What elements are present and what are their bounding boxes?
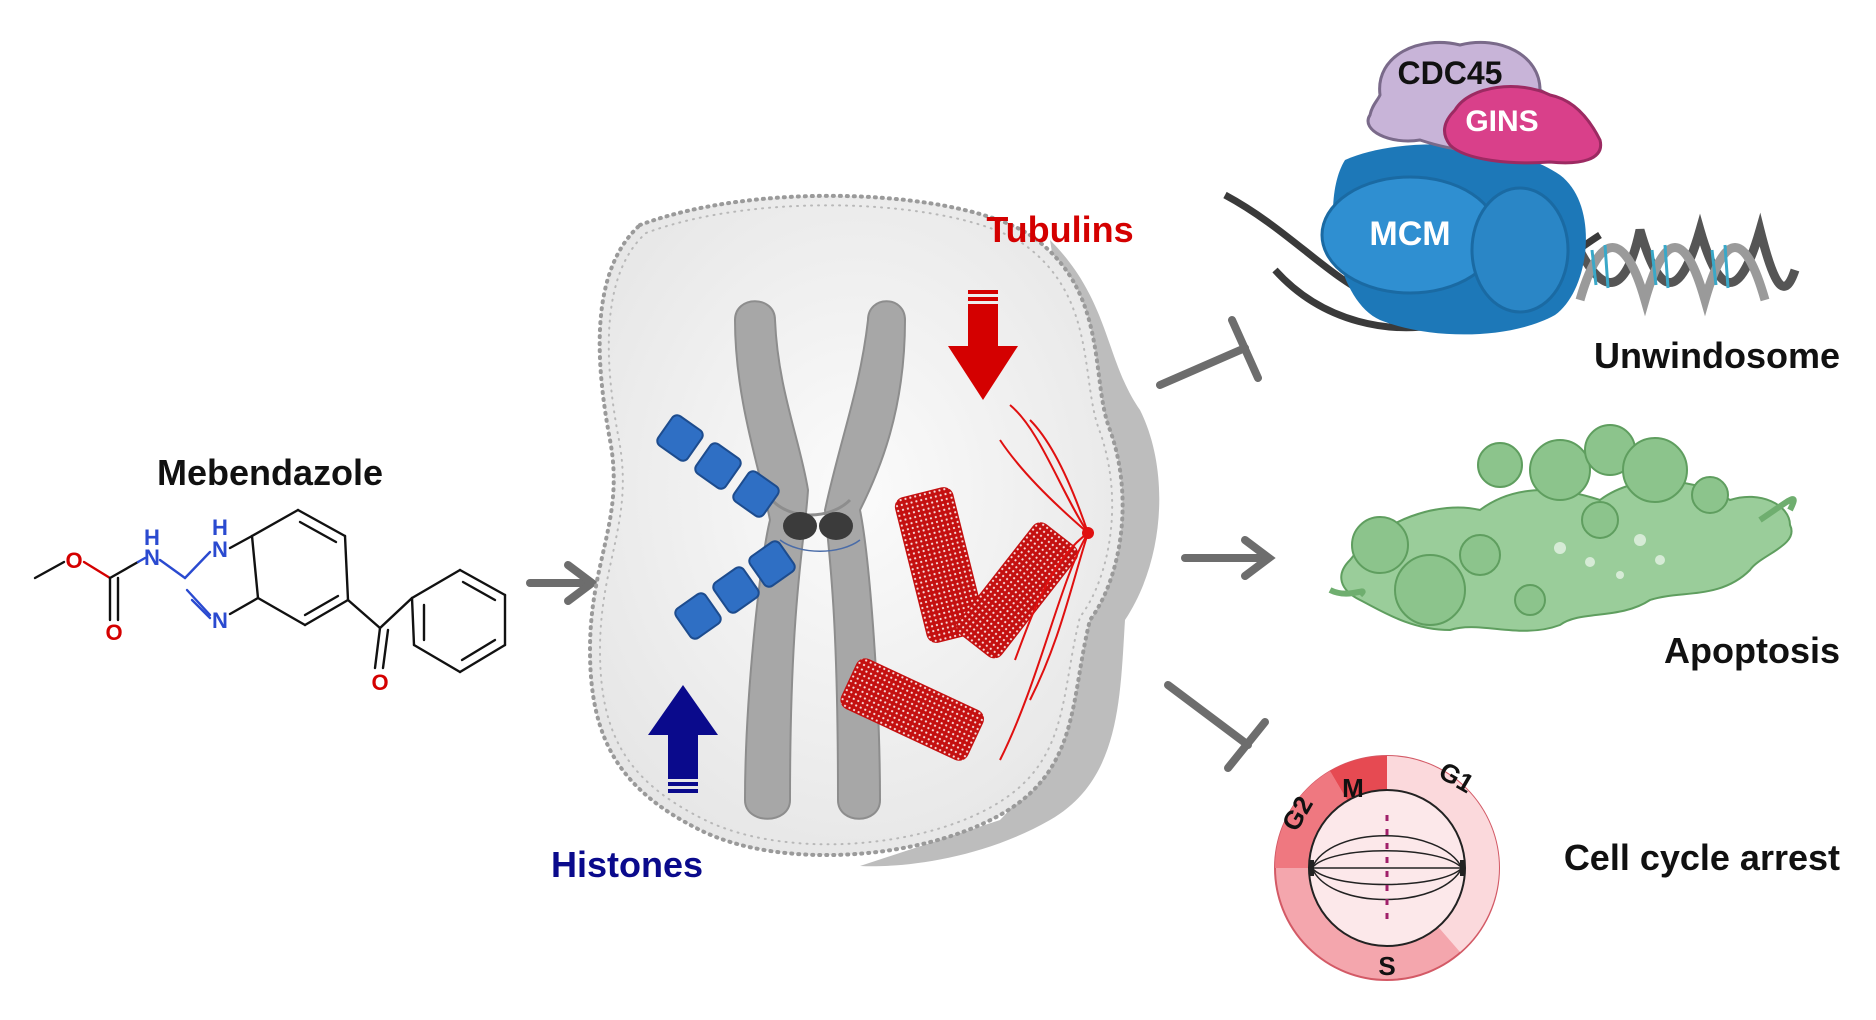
atom-n-amide: N (144, 545, 160, 570)
apoptosis-graphic (1328, 424, 1797, 632)
atom-o-ketone: O (371, 670, 388, 695)
histones (656, 414, 796, 640)
histones-label: Histones (551, 844, 703, 885)
drug-to-cell-arrow (526, 561, 599, 605)
centrosome (1082, 527, 1094, 539)
spindle-fibers (999, 404, 1089, 761)
tubulins-label: Tubulins (986, 209, 1133, 250)
atom-o-carbonyl: O (105, 620, 122, 645)
gins-label: GINS (1465, 105, 1538, 138)
phase-m-label: M (1342, 773, 1364, 803)
atom-n-ring-bottom: N (212, 608, 228, 633)
atom-h-amide: H (144, 525, 160, 550)
cell (587, 193, 1160, 867)
cdc45-label: CDC45 (1398, 55, 1503, 91)
promote-apoptosis-arrow (1181, 536, 1276, 580)
atom-o-ether: O (65, 548, 82, 573)
dna-helix (1565, 212, 1800, 317)
apoptosis-label: Apoptosis (1664, 630, 1840, 671)
mitotic-spindle (1310, 835, 1464, 901)
atom-n-ring-top: N (212, 537, 228, 562)
cell-cycle-label: Cell cycle arrest (1564, 837, 1840, 878)
unwindosome-graphic (1223, 40, 1800, 335)
phase-s-label: S (1378, 951, 1395, 981)
mebendazole-structure (33, 508, 507, 674)
cell-cycle-graphic (1274, 755, 1500, 981)
drug-name: Mebendazole (157, 452, 383, 493)
mcm-label: MCM (1369, 215, 1450, 253)
microtubules (840, 487, 1079, 761)
atom-h-ring-top: H (212, 515, 228, 540)
inhibit-unwindosome-arrow (1156, 316, 1262, 389)
unwindosome-label: Unwindosome (1594, 335, 1840, 376)
centromere-left (783, 512, 817, 540)
tubulin-down-arrow (948, 290, 1018, 400)
inhibit-cell-cycle-arrow (1164, 681, 1269, 772)
histone-up-arrow (648, 685, 718, 793)
centromere-right (819, 512, 853, 540)
